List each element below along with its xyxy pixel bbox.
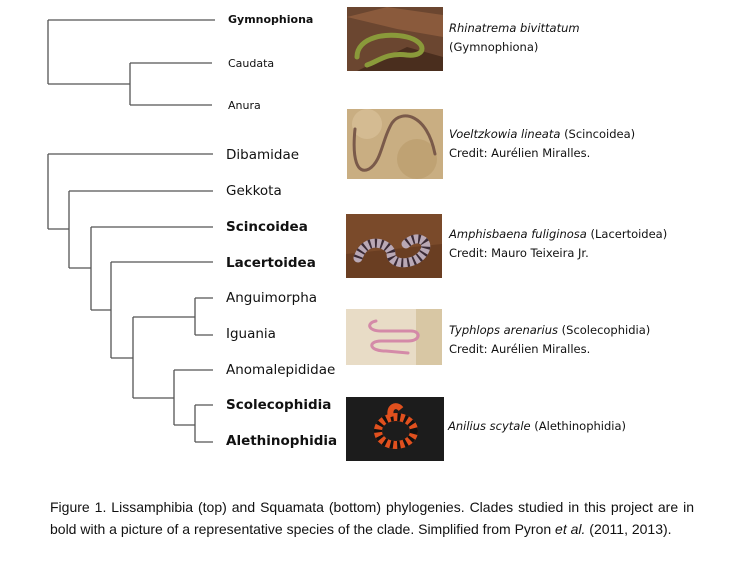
species-name: Voeltzkowia lineata bbox=[449, 127, 561, 141]
species-caption-5: Anilius scytale (Alethinophidia) bbox=[448, 417, 626, 436]
leaf-caudata: Caudata bbox=[228, 57, 275, 70]
species-clade: (Gymnophiona) bbox=[449, 40, 539, 54]
species-clade: (Lacertoidea) bbox=[590, 227, 668, 241]
species-name: Typhlops arenarius bbox=[449, 323, 558, 337]
branch bbox=[47, 153, 213, 443]
figure-caption: Figure 1. Lissamphibia (top) and Squamat… bbox=[50, 496, 694, 540]
leaf-anguimorpha: Anguimorpha bbox=[226, 290, 318, 306]
species-name: Anilius scytale bbox=[448, 419, 531, 433]
leaf-scolecophidia: Scolecophidia bbox=[226, 397, 332, 413]
species-caption-3: Amphisbaena fuliginosa (Lacertoidea) Cre… bbox=[449, 225, 667, 263]
photo-rhinatrema bbox=[347, 7, 443, 71]
leaf-lacertoidea: Lacertoidea bbox=[226, 255, 316, 271]
leaf-gekkota: Gekkota bbox=[226, 183, 282, 199]
leaf-anomalepididae: Anomalepididae bbox=[226, 362, 336, 378]
photo-anilius bbox=[346, 397, 444, 461]
species-credit: Credit: Mauro Teixeira Jr. bbox=[449, 246, 589, 260]
species-credit: Credit: Aurélien Miralles. bbox=[449, 146, 591, 160]
leaf-alethinophidia: Alethinophidia bbox=[226, 433, 338, 449]
species-clade: (Scincoidea) bbox=[564, 127, 636, 141]
photo-voeltzkowia bbox=[347, 109, 443, 179]
phylogeny-tree bbox=[47, 19, 215, 443]
leaf-iguania: Iguania bbox=[226, 326, 276, 342]
branch bbox=[47, 19, 215, 106]
caption-etal: et al. bbox=[555, 521, 586, 537]
leaf-gymnophiona: Gymnophiona bbox=[228, 13, 314, 26]
caption-text: Figure 1. Lissamphibia (top) and Squamat… bbox=[50, 499, 694, 537]
photo-amphisbaena bbox=[346, 214, 442, 278]
leaf-anura: Anura bbox=[228, 99, 261, 112]
species-caption-1: Rhinatrema bivittatum (Gymnophiona) bbox=[449, 19, 580, 57]
species-clade: (Scolecophidia) bbox=[561, 323, 651, 337]
photo-typhlops bbox=[346, 309, 442, 365]
leaf-dibamidae: Dibamidae bbox=[226, 147, 300, 163]
species-name: Amphisbaena fuliginosa bbox=[449, 227, 587, 241]
species-clade: (Alethinophidia) bbox=[534, 419, 627, 433]
species-caption-4: Typhlops arenarius (Scolecophidia) Credi… bbox=[449, 321, 650, 359]
species-name: Rhinatrema bivittatum bbox=[449, 21, 580, 35]
species-caption-2: Voeltzkowia lineata (Scincoidea) Credit:… bbox=[449, 125, 635, 163]
caption-end: (2011, 2013). bbox=[585, 521, 672, 537]
leaf-scincoidea: Scincoidea bbox=[226, 219, 308, 235]
species-credit: Credit: Aurélien Miralles. bbox=[449, 342, 591, 356]
